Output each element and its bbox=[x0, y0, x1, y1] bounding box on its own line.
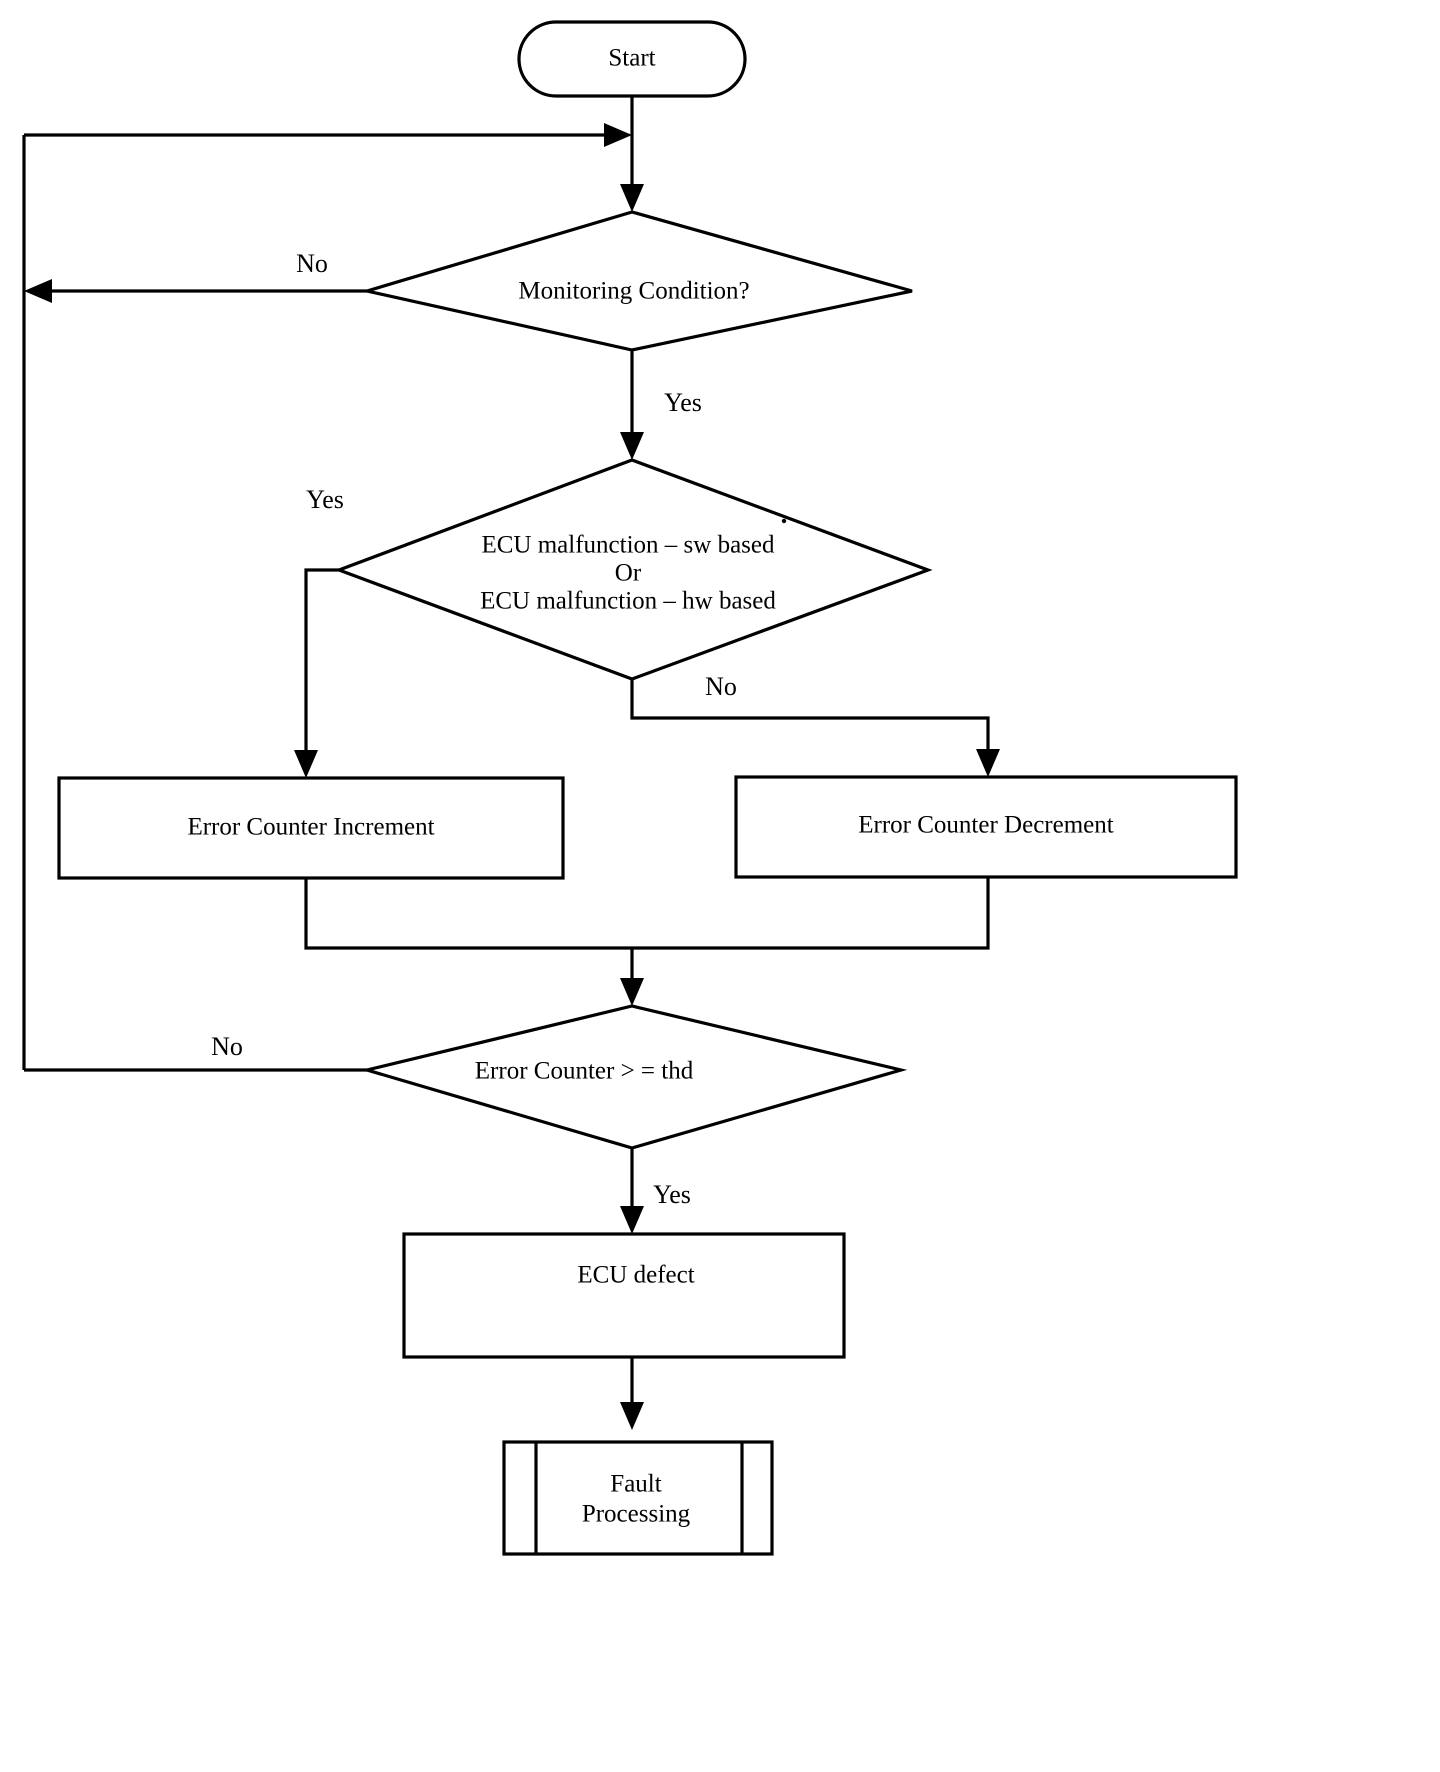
edge-label-threshold-yes: Yes bbox=[653, 1180, 691, 1209]
edge-increment-to-merge bbox=[304, 879, 632, 950]
node-error-counter-threshold[interactable] bbox=[360, 1004, 908, 1150]
node-error-counter-threshold-label: Error Counter > = thd bbox=[475, 1058, 694, 1085]
arrowhead-loopback-top-rail bbox=[604, 123, 632, 147]
arrowhead-malfunction-no bbox=[976, 749, 1000, 777]
node-ecu-malfunction[interactable] bbox=[334, 458, 933, 681]
edge-label-malfunction-no: No bbox=[705, 672, 737, 701]
node-ecu-malfunction-line2: Or bbox=[615, 560, 642, 587]
node-ecu-defect-label: ECU defect bbox=[577, 1262, 694, 1289]
node-error-counter-increment[interactable] bbox=[57, 776, 565, 880]
arrowhead-merge-to-threshold bbox=[620, 978, 644, 1006]
node-error-counter-increment-label: Error Counter Increment bbox=[187, 814, 434, 841]
edge-malfunction-yes bbox=[304, 568, 339, 764]
node-fault-processing-line1: Fault bbox=[610, 1471, 661, 1498]
edge-label-malfunction-yes: Yes bbox=[306, 485, 344, 514]
arrowhead-defect-to-fault bbox=[620, 1402, 644, 1430]
arrowhead-start-to-monitoring bbox=[620, 184, 644, 212]
node-fault-processing[interactable] bbox=[502, 1440, 774, 1556]
node-error-counter-decrement-label: Error Counter Decrement bbox=[858, 812, 1113, 839]
node-ecu-defect[interactable] bbox=[402, 1232, 846, 1359]
edge-label-monitoring-no: No bbox=[296, 249, 328, 278]
node-ecu-malfunction-line1: ECU malfunction – sw based bbox=[481, 532, 775, 559]
node-error-counter-decrement[interactable] bbox=[734, 775, 1238, 879]
node-fault-processing-line2: Processing bbox=[582, 1501, 691, 1528]
arrowhead-monitoring-no bbox=[24, 279, 52, 303]
node-ecu-malfunction-line3: ECU malfunction – hw based bbox=[480, 588, 776, 615]
edge-malfunction-no bbox=[630, 679, 990, 763]
edge-label-monitoring-yes: Yes bbox=[664, 388, 702, 417]
arrowhead-monitoring-yes bbox=[620, 432, 644, 460]
node-monitoring-condition[interactable] bbox=[360, 210, 913, 352]
node-monitoring-condition-label: Monitoring Condition? bbox=[518, 278, 749, 305]
node-start[interactable] bbox=[517, 20, 747, 98]
edge-decrement-to-merge bbox=[632, 878, 990, 950]
stray-ink-speck bbox=[781, 518, 787, 524]
node-start-label: Start bbox=[608, 45, 655, 72]
arrowhead-threshold-yes bbox=[620, 1206, 644, 1234]
edge-label-threshold-no: No bbox=[211, 1032, 243, 1061]
arrowhead-malfunction-yes bbox=[294, 750, 318, 778]
